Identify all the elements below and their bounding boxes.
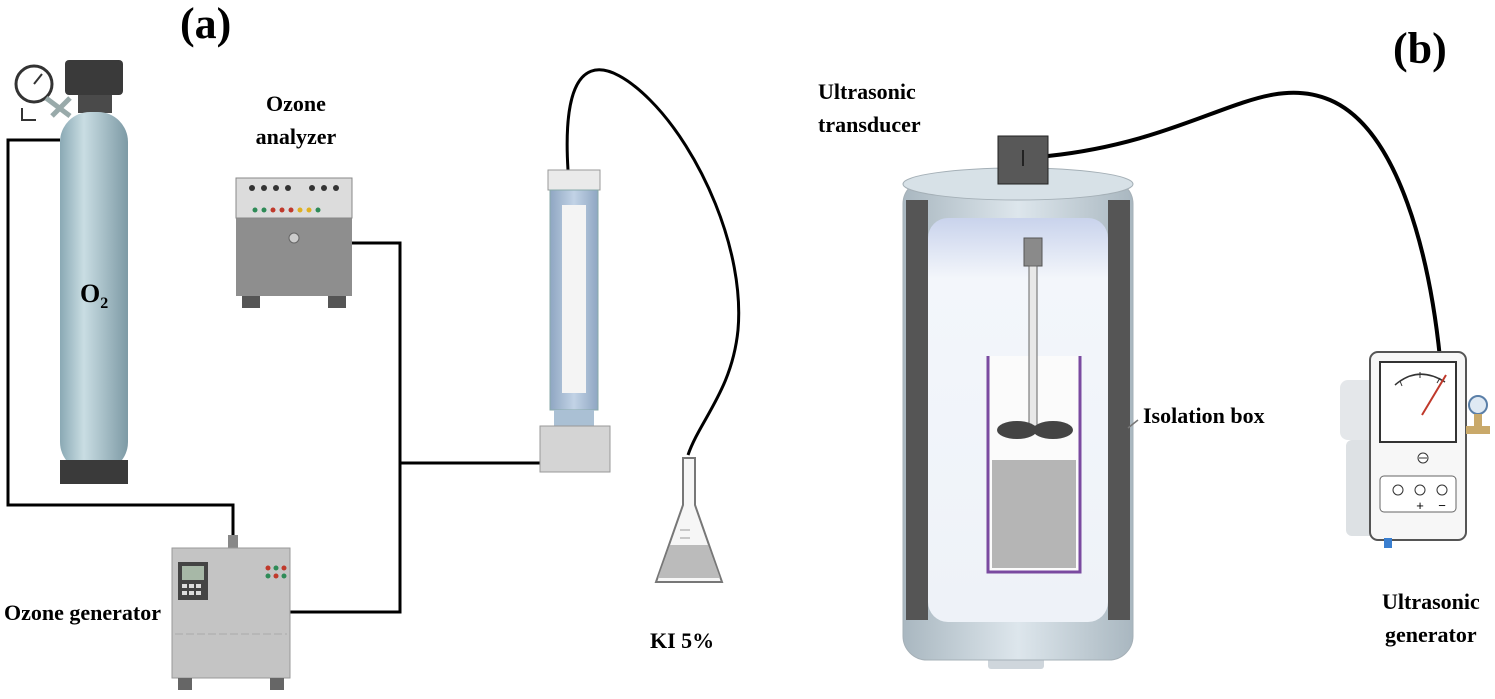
- ultrasonic-generator-label-1: Ultrasonic: [1382, 589, 1480, 614]
- regulator-icon: [44, 96, 72, 118]
- generator-display: [182, 566, 204, 580]
- generator-button-1[interactable]: [1392, 484, 1404, 496]
- ozone-generator-label: Ozone generator: [4, 600, 161, 625]
- vessel-wall-right: [1108, 200, 1130, 620]
- analyzer-foot-right: [328, 296, 346, 308]
- generator-indicator-lights: [265, 565, 287, 579]
- ozone-analyzer-label-2: analyzer: [256, 124, 337, 149]
- meter-plus-label: +: [1416, 498, 1424, 513]
- isolation-box-label: Isolation box: [1143, 403, 1265, 428]
- column-outlet-tube: [565, 68, 741, 456]
- column-top-cap: [547, 169, 601, 191]
- flask-liquid: [658, 545, 720, 578]
- column-base: [539, 425, 611, 473]
- gauge-fitting: [1466, 426, 1490, 434]
- ultrasonic-transducer-label-1: Ultrasonic: [818, 79, 916, 104]
- ozone-generator: Ozone generator: [4, 535, 291, 690]
- generator-gauge-icon: [1468, 395, 1488, 415]
- meter-needle: [1421, 374, 1447, 416]
- generator-foot-right: [270, 678, 284, 690]
- ultrasonic-generator: + − Ultrasonic generator: [1340, 351, 1490, 647]
- beaker-liquid: [992, 460, 1076, 568]
- panel-b-label: (b): [1393, 24, 1447, 73]
- beaker-outline: [986, 356, 1082, 574]
- transducer-cable: [1047, 90, 1442, 359]
- reactor-beaker: [986, 356, 1082, 574]
- analyzer-foot-left: [242, 296, 260, 308]
- analyzer-indicator-lights: [252, 207, 321, 213]
- ultrasonic-transducer-label-2: transducer: [818, 112, 921, 137]
- cylinder-valve: [78, 95, 112, 113]
- cylinder-label: O2: [80, 279, 108, 312]
- probe-head: [1023, 237, 1043, 267]
- probe-shaft: [1028, 265, 1038, 427]
- meter-display: [1379, 361, 1457, 443]
- meter-tick: [1436, 377, 1441, 384]
- ultrasonic-probe: [997, 237, 1073, 439]
- ultrasonic-generator-label-2: generator: [1385, 622, 1477, 647]
- ozone-analyzer-label-1: Ozone: [266, 91, 326, 116]
- ozone-analyzer: Ozone analyzer: [235, 91, 353, 308]
- bubble-column: [539, 169, 611, 473]
- generator-outlet: [228, 535, 238, 549]
- generator-analyzer-tube: [290, 241, 402, 614]
- gauge-stem: [1474, 414, 1482, 432]
- probe-blade-right: [1033, 421, 1073, 439]
- pressure-gauge-needle: [33, 73, 43, 85]
- ki-label: KI 5%: [650, 628, 714, 653]
- analyzer-panel: [235, 177, 353, 219]
- cylinder-body: [60, 112, 128, 472]
- cylinder-base: [60, 460, 128, 484]
- panel-a-label: (a): [180, 0, 231, 48]
- analyzer-knobs: [249, 185, 339, 191]
- meter-scale: [1394, 373, 1446, 386]
- generator-button-3[interactable]: [1436, 484, 1448, 496]
- vessel-wall-left: [906, 200, 928, 620]
- probe-blade-left: [997, 421, 1037, 439]
- generator-button-2[interactable]: [1414, 484, 1426, 496]
- meter-minus-label: −: [1438, 498, 1446, 513]
- oxygen-cylinder: O2: [14, 60, 128, 484]
- column-window: [562, 205, 586, 393]
- meter-tick: [1399, 380, 1403, 387]
- ki-flask: KI 5%: [650, 457, 724, 653]
- column-neck: [554, 410, 594, 426]
- cylinder-top-cap: [65, 60, 123, 95]
- isolation-box-pointer: [1127, 419, 1139, 429]
- regulator-bracket: [21, 108, 36, 121]
- oxygen-feed-tube: [6, 138, 235, 535]
- generator-foot-left: [178, 678, 192, 690]
- analyzer-port-icon: [288, 232, 300, 244]
- generator-keypad: [182, 584, 201, 595]
- generator-outlet-valve: [1384, 538, 1392, 548]
